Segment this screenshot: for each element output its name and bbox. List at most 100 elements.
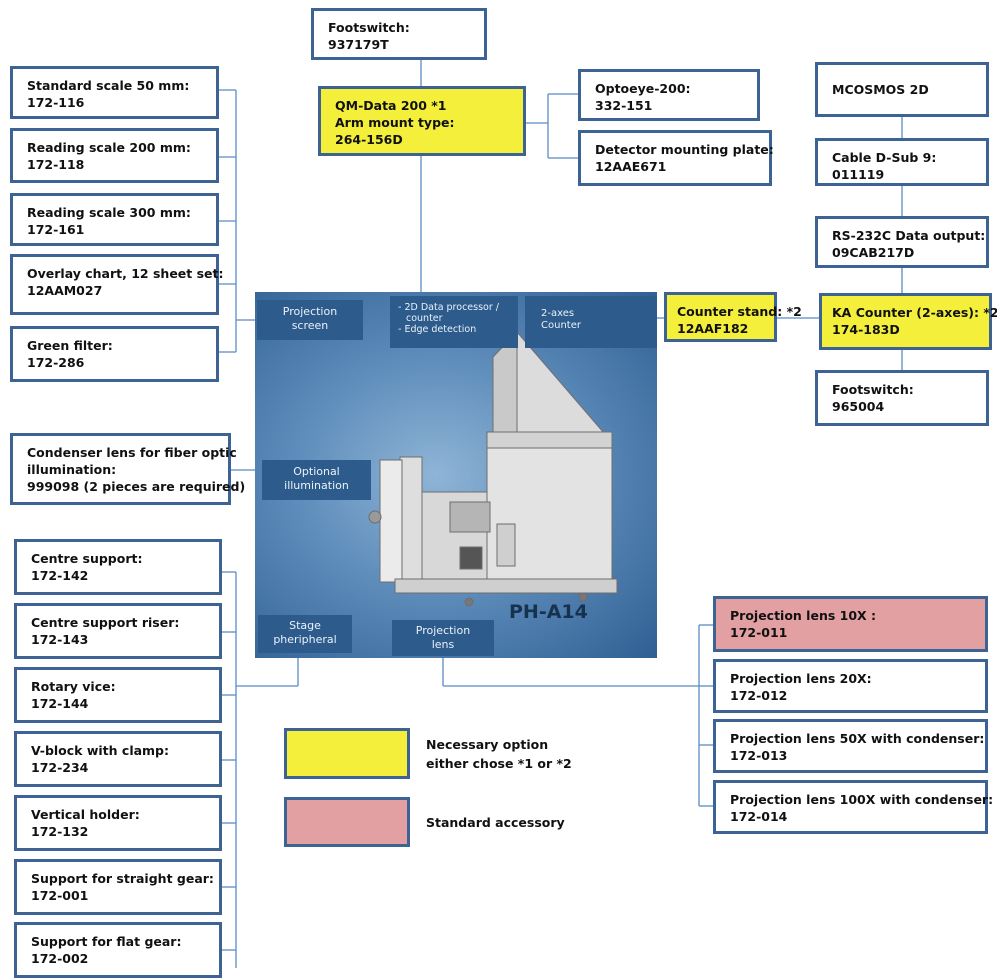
lens-item-code: 172-013: [730, 748, 788, 763]
stage-item-name: Rotary vice:: [31, 679, 116, 694]
stage-item-code: 172-132: [31, 824, 89, 839]
label-line: Optional: [293, 465, 340, 478]
lens-item-name: Projection lens 100X with condenser:: [730, 792, 994, 807]
legend-swatch-necessary: [284, 728, 410, 779]
footswitch-top-box: Footswitch: 937179T: [311, 8, 487, 60]
label-line: Projection: [415, 624, 471, 637]
detector-plate-code: 12AAE671: [595, 159, 667, 174]
footswitch-right-name: Footswitch:: [832, 382, 914, 397]
stage-item-name: Vertical holder:: [31, 807, 140, 822]
mcosmos-name: MCOSMOS 2D: [832, 82, 929, 97]
stage-item-code: 172-144: [31, 696, 89, 711]
label-line: screen: [291, 319, 329, 332]
screen-item-scale-50: Standard scale 50 mm: 172-116: [10, 66, 219, 119]
lens-item-100x: Projection lens 100X with condenser: 172…: [713, 780, 994, 834]
label-line: illumination: [284, 479, 349, 492]
qm-data-line3: 264-156D: [335, 132, 403, 147]
counter-stand-box: Counter stand: *2 12AAF182: [664, 292, 802, 342]
stage-item-centre-support-riser: Centre support riser: 172-143: [14, 603, 222, 659]
label-line: - 2D Data processor /: [398, 302, 499, 313]
lens-item-name: Projection lens 50X with condenser:: [730, 731, 985, 746]
footswitch-right-code: 965004: [832, 399, 885, 414]
detector-plate-box: Detector mounting plate: 12AAE671: [578, 130, 774, 186]
ka-counter-box: KA Counter (2-axes): *2 174-183D: [819, 293, 997, 350]
projector-illustration: [368, 330, 618, 607]
screen-item-name: Standard scale 50 mm:: [27, 78, 190, 93]
label-line: pheripheral: [273, 633, 337, 646]
lens-item-20x: Projection lens 20X: 172-012: [713, 659, 988, 713]
condenser-line2: illumination:: [27, 462, 117, 477]
rs232-name: RS-232C Data output:: [832, 228, 986, 243]
label-line: - Edge detection: [398, 324, 477, 335]
legend-necessary-text: Necessary option either chose *1 or *2: [426, 735, 572, 773]
label-line: Projection: [282, 305, 338, 318]
rs232-box: RS-232C Data output: 09CAB217D: [815, 216, 989, 268]
legend-line: Necessary option: [426, 737, 549, 752]
optoeye-box: Optoeye-200: 332-151: [578, 69, 760, 121]
stage-item-name: Centre support:: [31, 551, 143, 566]
lens-item-10x: Projection lens 10X : 172-011: [713, 596, 988, 652]
model-name: PH-A14: [509, 601, 588, 623]
stage-item-straight-gear: Support for straight gear: 172-001: [14, 859, 222, 915]
screen-item-overlay-chart: Overlay chart, 12 sheet set: 12AAM027: [10, 254, 224, 315]
lens-item-50x: Projection lens 50X with condenser: 172-…: [713, 719, 988, 773]
legend-line: either chose *1 or *2: [426, 756, 572, 771]
legend-standard-text: Standard accessory: [426, 813, 565, 832]
legend-line: Standard accessory: [426, 815, 565, 830]
lens-item-code: 172-014: [730, 809, 788, 824]
label-line: Stage: [289, 619, 321, 632]
label-2axes-counter: 2-axes Counter: [525, 296, 657, 348]
stage-item-vertical-holder: Vertical holder: 172-132: [14, 795, 222, 851]
stage-item-rotary-vice: Rotary vice: 172-144: [14, 667, 222, 723]
label-data-processor: - 2D Data processor / counter - Edge det…: [390, 296, 518, 348]
footswitch-top-code: 937179T: [328, 37, 389, 52]
footswitch-right-box: Footswitch: 965004: [815, 370, 989, 426]
stage-item-name: Support for straight gear:: [31, 871, 214, 886]
condenser-line3: 999098 (2 pieces are required): [27, 479, 246, 494]
screen-item-name: Reading scale 300 mm:: [27, 205, 191, 220]
condenser-line1: Condenser lens for fiber optic: [27, 445, 237, 460]
label-projection-lens: Projection lens: [392, 620, 494, 656]
projector-panel: Projection screen - 2D Data processor / …: [255, 292, 657, 658]
screen-item-code: 172-161: [27, 222, 85, 237]
stage-item-name: Support for flat gear:: [31, 934, 182, 949]
condenser-lens-box: Condenser lens for fiber optic illuminat…: [10, 433, 246, 505]
label-line: counter: [406, 313, 443, 324]
lens-item-code: 172-011: [730, 625, 788, 640]
ka-counter-code: 174-183D: [832, 322, 900, 337]
mcosmos-box: MCOSMOS 2D: [815, 62, 989, 117]
lens-item-name: Projection lens 20X:: [730, 671, 872, 686]
label-line: lens: [431, 638, 455, 651]
screen-item-code: 172-286: [27, 355, 85, 370]
stage-item-flat-gear: Support for flat gear: 172-002: [14, 922, 222, 978]
qm-data-line2: Arm mount type:: [335, 115, 455, 130]
screen-item-code: 172-116: [27, 95, 85, 110]
label-projection-screen: Projection screen: [257, 300, 363, 340]
optoeye-name: Optoeye-200:: [595, 81, 691, 96]
stage-item-code: 172-143: [31, 632, 89, 647]
ka-counter-name: KA Counter (2-axes): *2: [832, 305, 997, 320]
screen-item-name: Overlay chart, 12 sheet set:: [27, 266, 224, 281]
counter-stand-name: Counter stand: *2: [677, 304, 802, 319]
screen-item-name: Reading scale 200 mm:: [27, 140, 191, 155]
detector-plate-name: Detector mounting plate:: [595, 142, 774, 157]
footswitch-top-name: Footswitch:: [328, 20, 410, 35]
cable-box: Cable D-Sub 9: 011119: [815, 138, 989, 186]
stage-item-code: 172-001: [31, 888, 89, 903]
label-stage-peripheral: Stage pheripheral: [258, 615, 352, 653]
label-line: Counter: [541, 320, 581, 331]
stage-item-centre-support: Centre support: 172-142: [14, 539, 222, 595]
legend-swatch-standard: [284, 797, 410, 847]
stage-item-name: Centre support riser:: [31, 615, 180, 630]
lens-item-name: Projection lens 10X :: [730, 608, 877, 623]
rs232-code: 09CAB217D: [832, 245, 915, 260]
optoeye-code: 332-151: [595, 98, 653, 113]
stage-item-code: 172-142: [31, 568, 89, 583]
lens-item-code: 172-012: [730, 688, 788, 703]
stage-item-name: V-block with clamp:: [31, 743, 170, 758]
screen-item-green-filter: Green filter: 172-286: [10, 326, 219, 382]
screen-item-scale-300: Reading scale 300 mm: 172-161: [10, 193, 219, 246]
cable-code: 011119: [832, 167, 885, 182]
screen-item-code: 172-118: [27, 157, 85, 172]
label-optional-illumination: Optional illumination: [262, 460, 371, 500]
